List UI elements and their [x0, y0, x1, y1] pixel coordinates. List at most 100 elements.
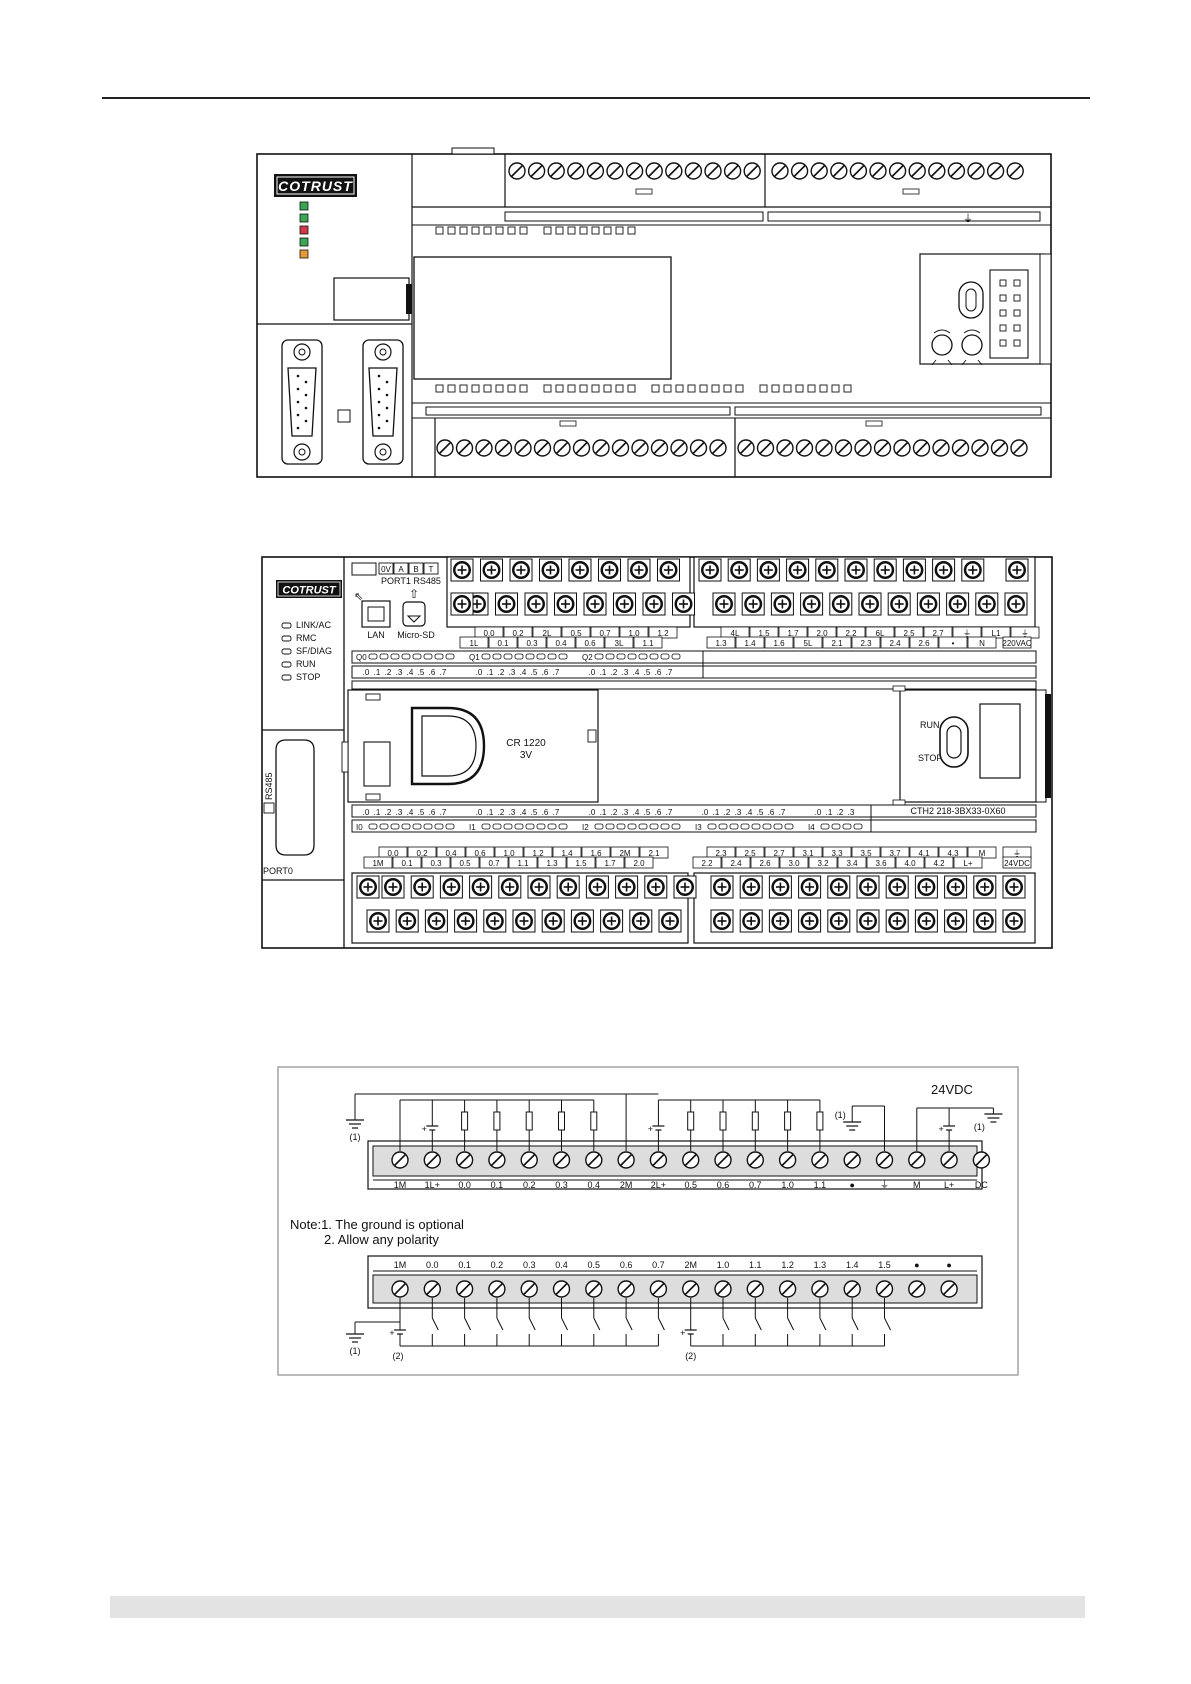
terminal-screw-icon [797, 909, 822, 933]
connector-pin [999, 309, 1007, 317]
output-bit-label: .7 [553, 668, 560, 677]
bottom-terminal-label: 0.6 [474, 849, 486, 858]
polarity-plus-icon: + [422, 1124, 427, 1134]
terminal-screw-icon [520, 1280, 539, 1298]
status-led-label: SF/DIAG [296, 646, 332, 656]
terminal-screw-icon [606, 162, 624, 180]
output-indicators: Q0.0.1.2.3.4.5.6.7Q1.0.1.2.3.4.5.6.7Q2.0… [356, 653, 681, 677]
input-group-label: I2 [582, 823, 589, 832]
io-led [543, 384, 552, 393]
terminal-screw-icon [455, 439, 474, 457]
model-label: CTH2 218-3BX33-0X60 [910, 806, 1005, 816]
io-led [555, 226, 564, 235]
io-led [579, 226, 588, 235]
terminal-screw-icon [710, 875, 734, 899]
input-led [401, 823, 411, 830]
bottom-terminal-label: 0.7 [488, 859, 500, 868]
input-bit-label: .7 [666, 808, 673, 817]
terminal-screw-icon [931, 558, 956, 582]
output-terminal-label: 0.0 [458, 1180, 471, 1190]
output-led [503, 653, 513, 660]
bottom-terminal-label: M [979, 849, 986, 858]
terminal-screw-icon [709, 439, 727, 457]
input-led [412, 823, 422, 830]
io-led [495, 226, 504, 235]
output-led [368, 653, 378, 660]
output-bit-label: .0 [589, 668, 596, 677]
output-bit-label: .5 [644, 668, 651, 677]
input-terminal-label: 1.1 [749, 1260, 762, 1270]
top-terminal-label: 4L [731, 629, 740, 638]
status-led-label: RUN [296, 659, 316, 669]
terminal-screw-icon [723, 162, 742, 180]
bottom-terminal-label: ⏚ [1013, 849, 1021, 858]
terminal-screw-icon [436, 439, 454, 457]
input-led [368, 823, 378, 830]
output-terminal-label: 1M [394, 1180, 407, 1190]
input-bit-label: .0 [363, 808, 370, 817]
terminal-screw-icon [524, 592, 548, 616]
terminal-screw-icon [494, 439, 513, 457]
db9-connector [281, 339, 323, 465]
output-bit-label: .3 [509, 668, 516, 677]
terminal-screw-icon [986, 162, 1005, 180]
polarity-plus-icon: + [648, 1124, 653, 1134]
input-bit-label: .2 [611, 808, 618, 817]
top-terminal-label: ⏚ [1021, 629, 1029, 638]
output-bit-label: .2 [611, 668, 618, 677]
terminal-screw-icon [514, 439, 532, 457]
terminal-screw-icon [776, 439, 794, 457]
terminal-screw-icon [770, 592, 795, 616]
terminal-screw-icon [712, 592, 736, 616]
io-led [507, 226, 516, 235]
terminal-screw-icon [585, 875, 610, 899]
bottom-terminal-label: 0.3 [430, 859, 442, 868]
input-switch-icon [754, 1317, 762, 1331]
output-bit-label: .1 [374, 668, 381, 677]
status-led-label: RMC [296, 633, 317, 643]
output-led [423, 653, 433, 660]
terminal-screw-icon [627, 558, 651, 582]
terminal-screw-icon [797, 875, 822, 899]
io-led [471, 226, 480, 235]
output-bit-label: .5 [418, 668, 425, 677]
output-bit-label: .4 [520, 668, 527, 677]
brand-logo: COTRUST [274, 174, 357, 197]
ground-marker: (1) [974, 1122, 985, 1132]
input-led [740, 823, 750, 830]
terminal-screw-icon [739, 875, 764, 899]
terminal-screw-icon [843, 1151, 862, 1169]
output-led [627, 653, 637, 660]
terminal-screw-icon [741, 592, 766, 616]
output-terminal-label: DC [975, 1180, 988, 1190]
terminal-screw-icon [664, 162, 683, 180]
input-bit-label: .7 [779, 808, 786, 817]
input-bit-label: .0 [702, 808, 709, 817]
terminal-screw-icon [597, 558, 622, 582]
top-terminal-label: 1.0 [628, 629, 640, 638]
terminal-screw-icon [689, 439, 708, 457]
terminal-screw-icon [710, 909, 734, 933]
top-terminal-label: 5L [804, 639, 813, 648]
input-bit-label: .2 [837, 808, 844, 817]
terminal-screw-icon [943, 875, 968, 899]
bottom-terminal-label: 1M [372, 859, 383, 868]
terminal-screw-icon [843, 1280, 862, 1298]
polarity-marker: (2) [685, 1351, 696, 1361]
input-bit-label: .0 [815, 808, 822, 817]
load-resistor-icon [461, 1111, 469, 1131]
input-terminal-label: ● [946, 1260, 951, 1270]
bottom-terminal-label: 4.2 [933, 859, 945, 868]
io-led [447, 384, 456, 393]
output-led [547, 653, 557, 660]
input-bit-label: .6 [768, 808, 775, 817]
terminal-screw-icon [873, 439, 892, 457]
output-bit-label: .6 [655, 668, 662, 677]
terminal-screw-icon [854, 439, 872, 457]
input-led [627, 823, 637, 830]
output-group-label: Q1 [469, 653, 480, 662]
input-led [423, 823, 433, 830]
output-led [492, 653, 502, 660]
